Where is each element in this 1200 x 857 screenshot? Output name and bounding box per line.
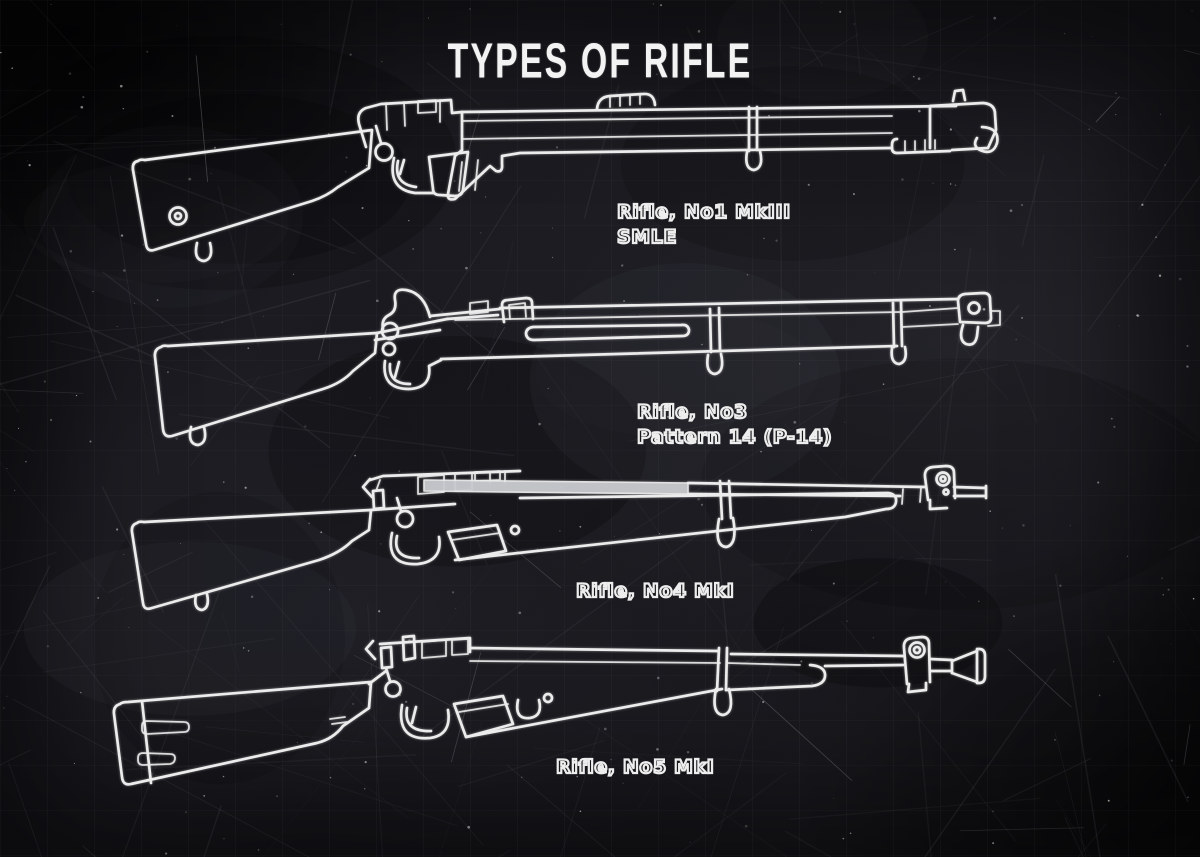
rifle-no4-mki-icon <box>130 464 988 612</box>
poster-title: TYPES OF RIFLE <box>447 32 753 88</box>
rifle-subname: Pattern 14 (P-14) <box>636 425 833 449</box>
rifle-name: Rifle, No5 MkI <box>555 755 715 779</box>
rifle-name: Rifle, No3 <box>636 400 748 424</box>
rifle-name: Rifle, No1 MkIII <box>616 200 791 224</box>
rifle-no3-p14-icon <box>153 288 1001 447</box>
rifle-no5-mki-icon <box>112 634 987 786</box>
label-rifle-no4-mki: Rifle, No4 MkI <box>575 579 735 604</box>
rifle-no1-mkiii-icon <box>131 88 999 263</box>
label-rifle-no3-p14: Rifle, No3 Pattern 14 (P-14) <box>636 400 833 450</box>
rifle-subname: SMLE <box>616 225 678 249</box>
label-rifle-no1-mkiii: Rifle, No1 MkIII SMLE <box>616 200 791 250</box>
label-rifle-no5-mki: Rifle, No5 MkI <box>555 755 715 780</box>
rifle-name: Rifle, No4 MkI <box>575 579 735 603</box>
